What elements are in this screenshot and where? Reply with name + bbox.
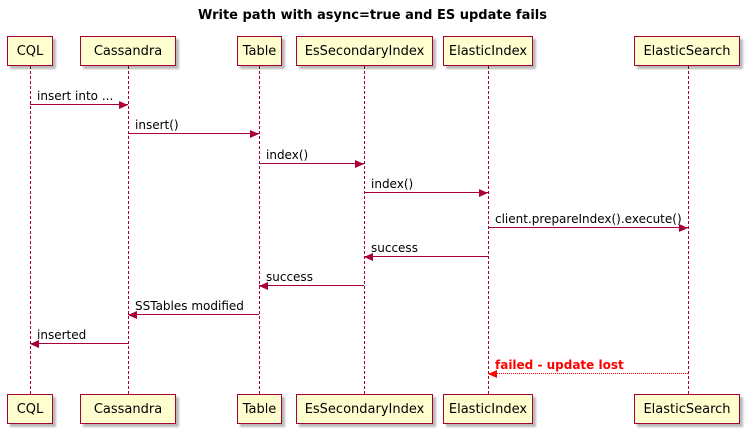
arrow-head-7: [128, 310, 137, 319]
message-line-0: [30, 104, 128, 105]
message-line-4: [488, 227, 688, 228]
message-label-4: client.prepareIndex().execute(): [495, 212, 682, 226]
message-line-5: [364, 256, 488, 257]
participant-label: ElasticSearch: [643, 401, 731, 417]
message-line-1: [128, 133, 259, 134]
lifeline-table: [259, 66, 260, 394]
lifeline-cql: [30, 66, 31, 394]
message-line-9: [488, 373, 688, 374]
arrow-head-9: [488, 369, 497, 378]
participant-elasticsearch-bottom[interactable]: ElasticSearch: [634, 394, 740, 424]
participant-label: EsSecondaryIndex: [304, 401, 425, 417]
message-label-6: success: [266, 270, 313, 284]
diagram-title: Write path with async=true and ES update…: [197, 8, 548, 23]
message-line-2: [259, 163, 364, 164]
lifeline-elasticindex: [488, 66, 489, 394]
message-label-0: insert into ...: [37, 89, 114, 103]
lifeline-essecondaryindex: [364, 66, 365, 394]
participant-label: ElasticIndex: [448, 401, 528, 417]
participant-label: Table: [242, 43, 277, 59]
arrow-head-1: [250, 129, 259, 138]
message-line-3: [364, 192, 488, 193]
participant-cassandra-top[interactable]: Cassandra: [80, 36, 176, 66]
participant-label: ElasticSearch: [643, 43, 731, 59]
message-label-5: success: [371, 241, 418, 255]
arrow-head-6: [259, 281, 268, 290]
participant-label: CQL: [16, 43, 44, 59]
lifeline-elasticsearch: [688, 66, 689, 394]
participant-label: ElasticIndex: [448, 43, 528, 59]
participant-label: Cassandra: [93, 401, 163, 417]
message-label-3: index(): [371, 177, 414, 191]
message-label-9: failed - update lost: [495, 358, 624, 372]
message-line-6: [259, 285, 364, 286]
participant-cql-bottom[interactable]: CQL: [7, 394, 53, 424]
message-label-7: SSTables modified: [135, 299, 244, 313]
participant-elasticsearch-top[interactable]: ElasticSearch: [634, 36, 740, 66]
message-label-8: inserted: [37, 328, 87, 342]
participant-elasticindex-bottom[interactable]: ElasticIndex: [443, 394, 533, 424]
arrow-head-8: [30, 339, 39, 348]
message-line-8: [30, 343, 128, 344]
participant-label: EsSecondaryIndex: [304, 43, 425, 59]
participant-label: CQL: [16, 401, 44, 417]
message-line-7: [128, 314, 259, 315]
arrow-head-2: [355, 159, 364, 168]
message-label-2: index(): [266, 148, 309, 162]
participant-essecondaryindex-top[interactable]: EsSecondaryIndex: [296, 36, 433, 66]
participant-table-bottom[interactable]: Table: [237, 394, 282, 424]
participant-essecondaryindex-bottom[interactable]: EsSecondaryIndex: [296, 394, 433, 424]
lifeline-cassandra: [128, 66, 129, 394]
participant-table-top[interactable]: Table: [237, 36, 282, 66]
participant-elasticindex-top[interactable]: ElasticIndex: [443, 36, 533, 66]
arrow-head-0: [119, 100, 128, 109]
participant-label: Cassandra: [93, 43, 163, 59]
participant-label: Table: [242, 401, 277, 417]
participant-cassandra-bottom[interactable]: Cassandra: [80, 394, 176, 424]
arrow-head-4: [679, 223, 688, 232]
participant-cql-top[interactable]: CQL: [7, 36, 53, 66]
arrow-head-5: [364, 252, 373, 261]
arrow-head-3: [479, 188, 488, 197]
message-label-1: insert(): [135, 118, 179, 132]
